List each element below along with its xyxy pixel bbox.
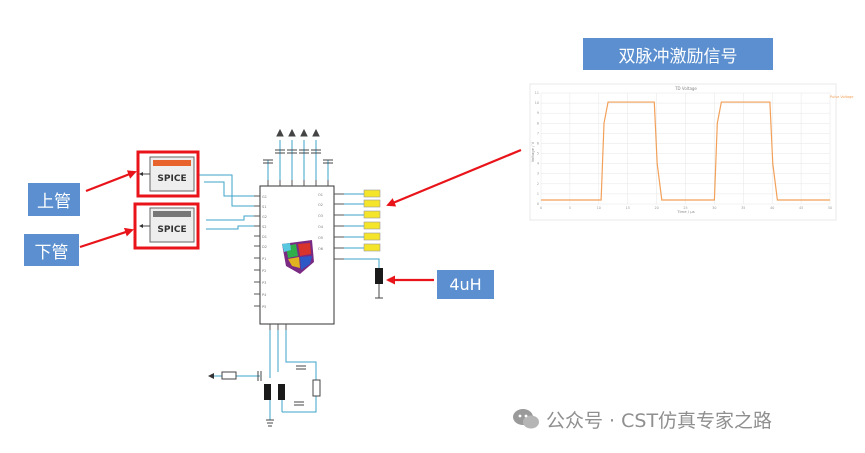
- chart-ytick-label: 7: [537, 131, 539, 135]
- svg-text:G2: G2: [262, 215, 267, 219]
- label-lower-switch: 下管: [24, 234, 79, 266]
- chart-ytick-label: 2: [537, 182, 539, 186]
- svg-text:D2: D2: [262, 245, 267, 249]
- svg-text:P2: P2: [262, 269, 266, 273]
- wechat-icon: [513, 409, 539, 429]
- chart-ytick-label: 3: [537, 172, 539, 176]
- chart-xtick-label: 20: [654, 206, 658, 210]
- chart-title: TD Voltage: [674, 86, 697, 91]
- chart-legend: Pulse Voltage: [830, 95, 853, 99]
- arrow-lower: [79, 227, 134, 249]
- spice-block-lower[interactable]: SPICE: [133, 202, 200, 250]
- svg-text:P3: P3: [262, 281, 266, 285]
- watermark-text: 公众号 · CST仿真专家之路: [546, 409, 773, 432]
- svg-text:S1: S1: [262, 205, 266, 209]
- chart-xtick-label: 30: [712, 206, 716, 210]
- chart-ytick-label: 9: [537, 111, 539, 115]
- chart-ylabel: Voltage / V: [530, 141, 535, 162]
- bottom-network: [208, 365, 321, 427]
- spice-block-upper[interactable]: SPICE: [136, 150, 200, 198]
- chart-xtick-label: 45: [799, 206, 803, 210]
- chart-xtick-label: 35: [741, 206, 745, 210]
- chart-ytick-label: 10: [535, 101, 539, 105]
- annotation-arrows: [79, 148, 522, 285]
- label-inductor: 4uH: [437, 270, 494, 299]
- chart-xtick-label: 15: [626, 206, 630, 210]
- chart-ytick-label: 6: [537, 141, 539, 145]
- wires: [198, 140, 380, 420]
- pcb-shield-icon: [282, 240, 314, 274]
- top-capacitors: [263, 128, 333, 164]
- svg-text:O6: O6: [318, 247, 323, 251]
- svg-text:P1: P1: [262, 257, 266, 261]
- svg-text:O4: O4: [318, 225, 324, 229]
- label-chart-title: 双脉冲激励信号: [583, 38, 773, 70]
- svg-text:P4: P4: [262, 293, 267, 297]
- chart-xtick-label: 10: [597, 206, 601, 210]
- svg-text:S2: S2: [262, 225, 266, 229]
- chart-xtick-label: 5: [569, 206, 571, 210]
- svg-text:O3: O3: [318, 214, 323, 218]
- chart-xtick-label: 50: [828, 206, 832, 210]
- svg-text:P5: P5: [262, 305, 266, 309]
- svg-text:O2: O2: [318, 203, 323, 207]
- chart-ytick-label: 1: [537, 192, 539, 196]
- output-ports: [363, 189, 381, 252]
- chart-xtick-label: 40: [770, 206, 774, 210]
- chart-xtick-label: 0: [540, 206, 542, 210]
- chart-xlabel: Time / µs: [676, 209, 694, 214]
- spice-label-upper: SPICE: [157, 174, 186, 184]
- svg-text:O5: O5: [318, 236, 323, 240]
- svg-text:O1: O1: [318, 193, 323, 197]
- arrow-upper: [85, 170, 137, 193]
- svg-text:D1: D1: [262, 235, 267, 239]
- arrow-ports: [386, 148, 522, 207]
- spice-label-lower: SPICE: [157, 225, 186, 235]
- chart-ytick-label: 8: [537, 121, 539, 125]
- chart-series-line: [541, 101, 830, 201]
- chart-ytick-label: 4: [537, 162, 539, 166]
- label-upper-switch: 上管: [28, 183, 80, 216]
- chart-ytick-label: 0: [537, 202, 539, 206]
- svg-text:G1: G1: [262, 195, 267, 199]
- watermark: 公众号 · CST仿真专家之路: [512, 404, 772, 434]
- chart-ytick-label: 5: [537, 152, 539, 156]
- inductor-4uh[interactable]: [375, 268, 383, 299]
- chart-ytick-label: 11: [535, 91, 539, 95]
- chart-xtick-label: 25: [683, 206, 687, 210]
